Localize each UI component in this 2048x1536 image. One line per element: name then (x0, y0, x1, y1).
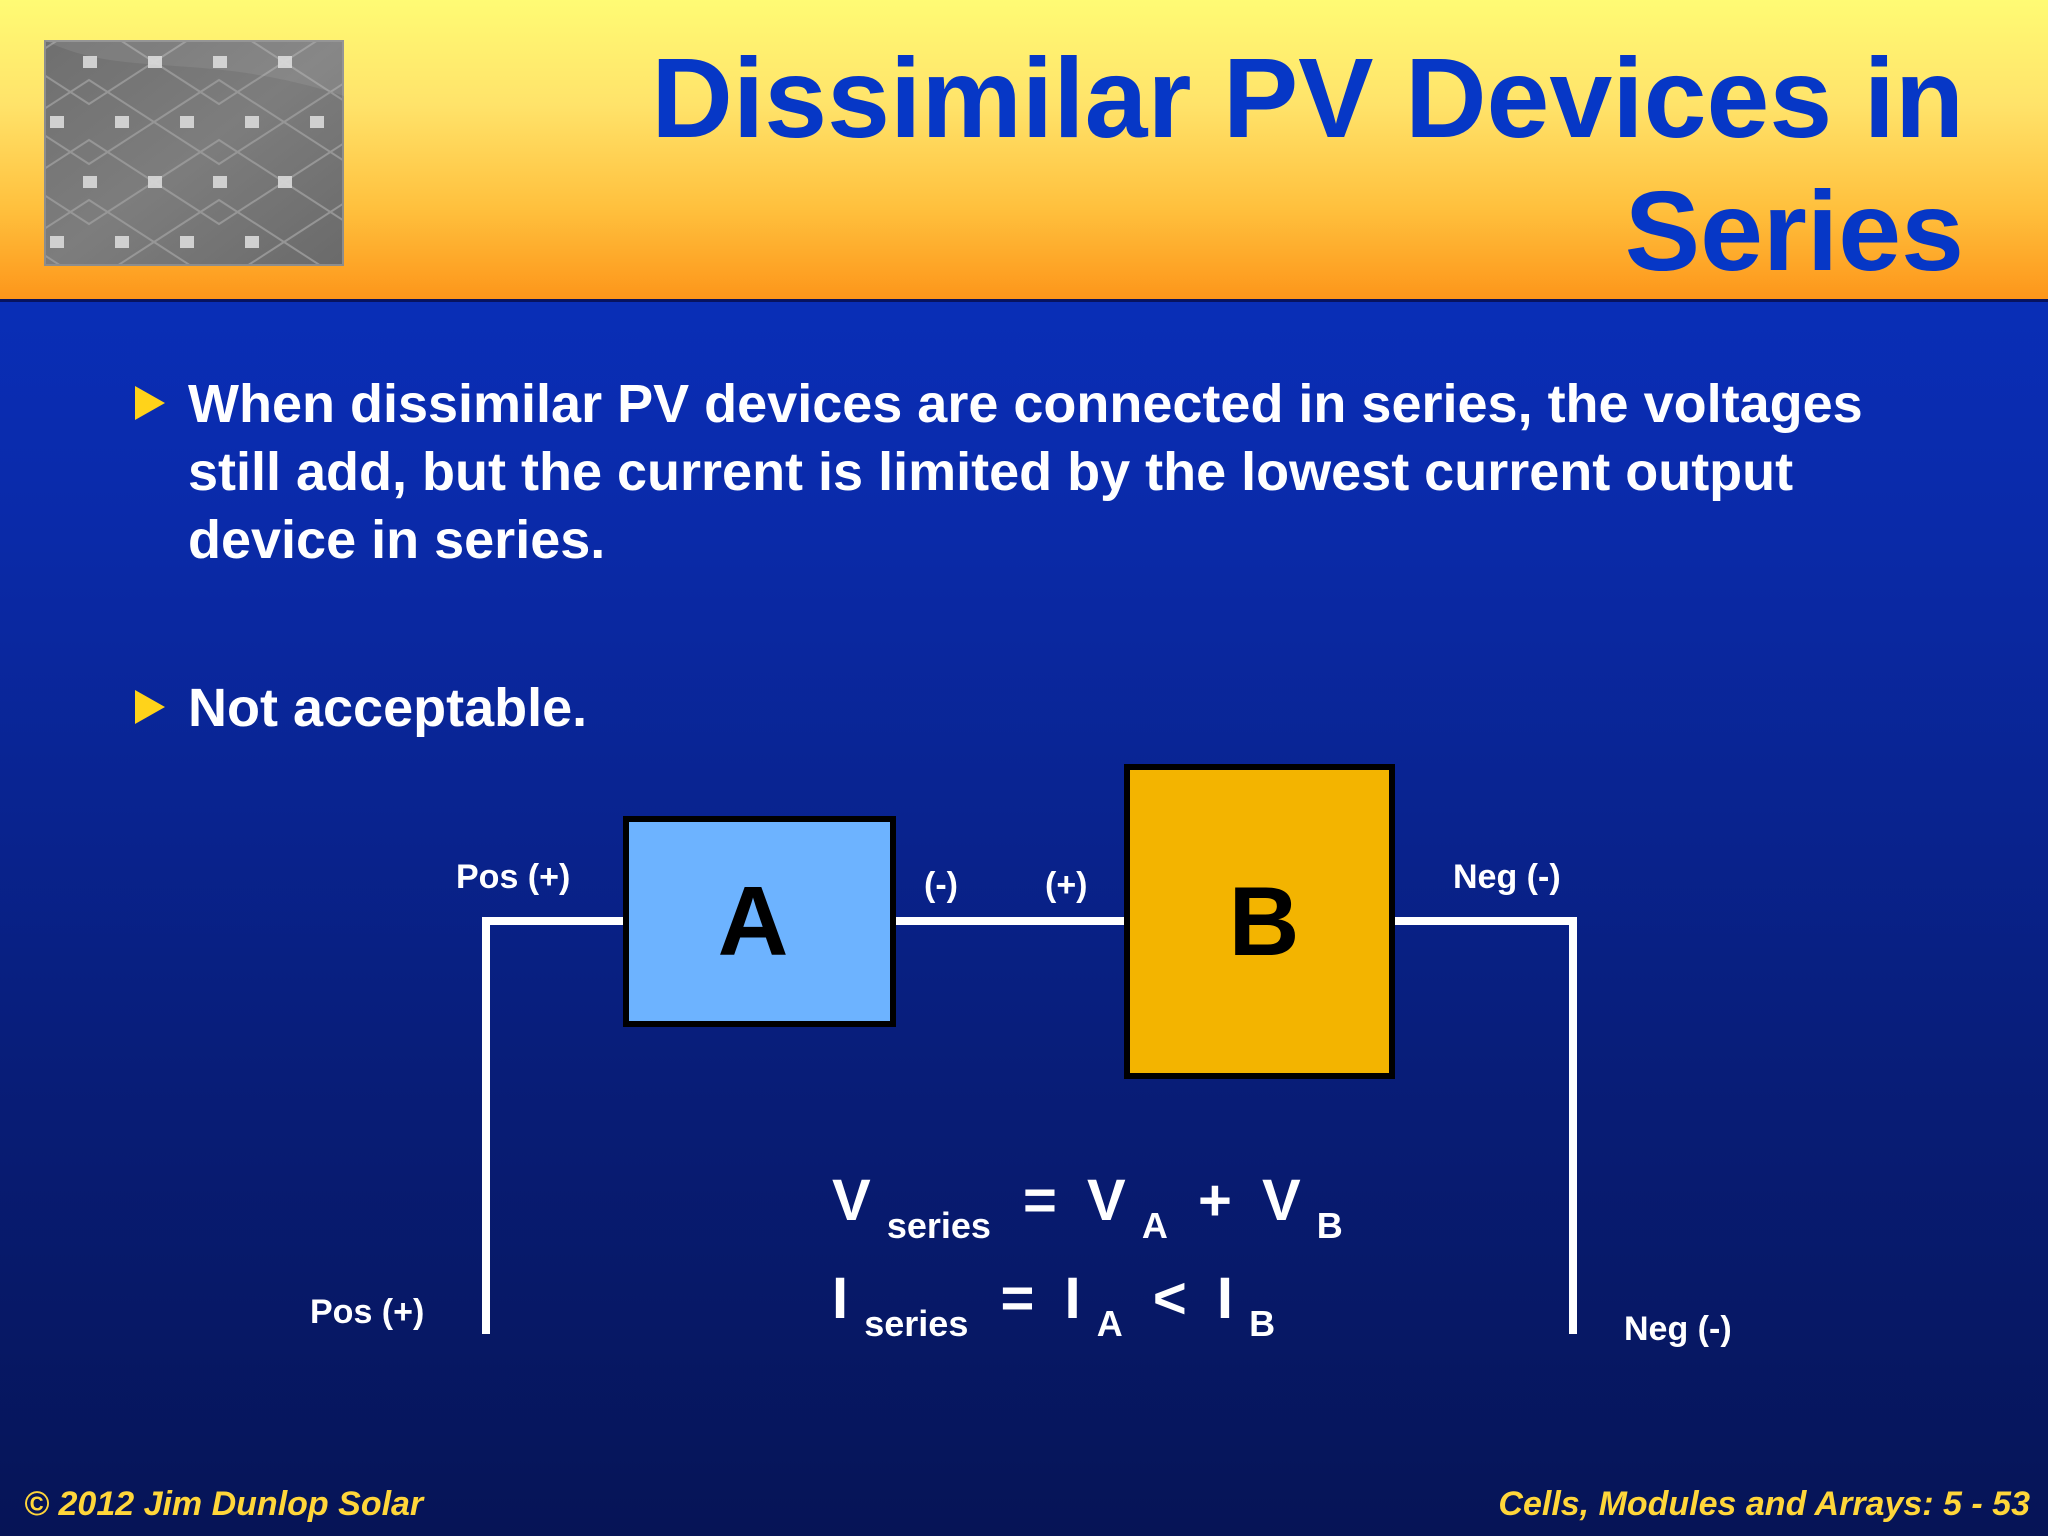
bullet-text: When dissimilar PV devices are connected… (188, 374, 1863, 570)
yellow-triangle-bullet-icon (135, 386, 165, 420)
positive-label-top: Pos (+) (456, 858, 570, 896)
copyright-footer: © 2012 Jim Dunlop Solar (24, 1485, 424, 1523)
current-equals-sign: = (1000, 1266, 1034, 1331)
negative-label-top: Neg (-) (1453, 858, 1561, 896)
yellow-triangle-bullet-icon (135, 690, 165, 724)
device-b-box (1124, 764, 1395, 1079)
va-subscript: A (1142, 1205, 1168, 1246)
ia-subscript: A (1097, 1303, 1123, 1344)
slide-title: Dissimilar PV Devices in Series (651, 35, 1964, 294)
circuit-wiring (482, 917, 1577, 1334)
ib-symbol: I (1217, 1266, 1233, 1331)
bullet-list: When dissimilar PV devices are connected… (133, 370, 1963, 742)
voltage-series-subscript: series (887, 1205, 991, 1246)
slide-header: Dissimilar PV Devices in Series (0, 0, 2048, 302)
bullet-item-series-current-limit: When dissimilar PV devices are connected… (133, 370, 1963, 574)
section-page-footer: Cells, Modules and Arrays: 5 - 53 (1498, 1485, 2030, 1523)
vb-subscript: B (1317, 1205, 1343, 1246)
series-voltage-equation: V series = V A + V B (832, 1168, 1343, 1251)
current-series-subscript: series (864, 1303, 968, 1344)
ia-symbol: I (1064, 1266, 1080, 1331)
plus-sign: + (1198, 1168, 1232, 1233)
va-symbol: V (1087, 1168, 1126, 1233)
less-than-sign: < (1153, 1266, 1187, 1331)
b-positive-terminal-label: (+) (1045, 866, 1088, 904)
device-b-label: B (1229, 866, 1300, 976)
a-negative-terminal-label: (-) (924, 866, 958, 904)
negative-label-bottom: Neg (-) (1624, 1310, 1732, 1348)
ib-subscript: B (1249, 1303, 1275, 1344)
voltage-equals-sign: = (1023, 1168, 1057, 1233)
device-a-label: A (718, 866, 789, 976)
voltage-symbol: V (832, 1168, 871, 1233)
solar-panel-photo (44, 40, 344, 266)
bullet-item-not-acceptable: Not acceptable. (133, 674, 1963, 742)
device-a-box (623, 816, 896, 1027)
bullet-text: Not acceptable. (188, 678, 588, 738)
positive-label-bottom: Pos (+) (310, 1293, 424, 1331)
series-current-equation: I series = I A < I B (832, 1266, 1275, 1349)
vb-symbol: V (1262, 1168, 1301, 1233)
current-symbol: I (832, 1266, 848, 1331)
